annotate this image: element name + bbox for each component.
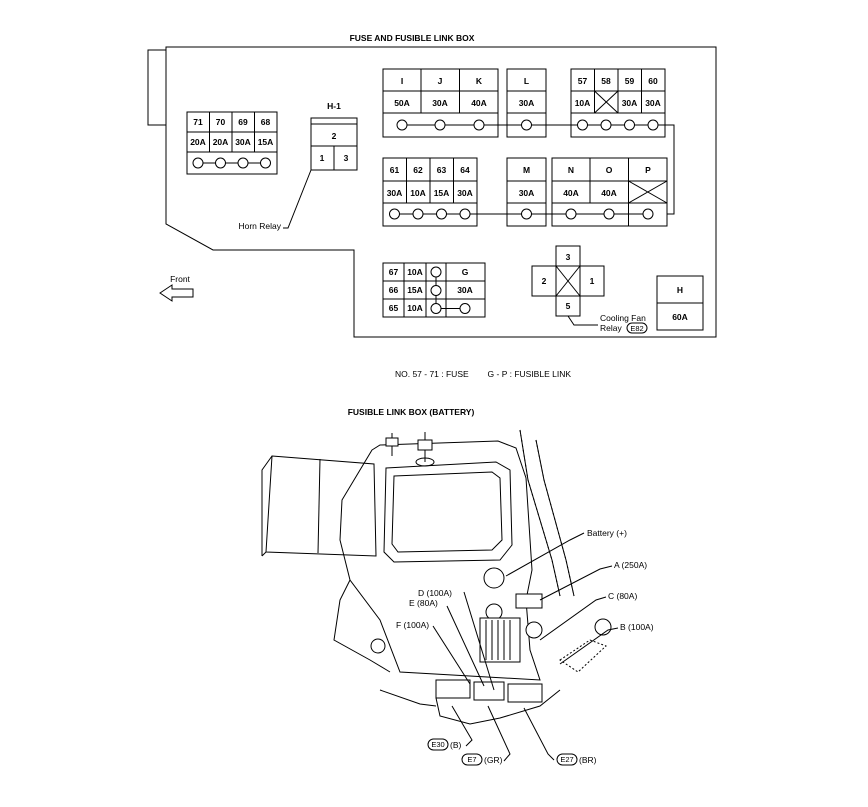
fusible-link-block-m: M 30A xyxy=(506,157,547,227)
connector-e30: E30 xyxy=(431,740,444,749)
h1-pin-1: 1 xyxy=(320,153,325,163)
fuse-65-rating: 10A xyxy=(407,303,423,313)
connector-e27: E27 xyxy=(560,755,573,764)
fuse-62-label: 62 xyxy=(413,165,423,175)
h1-pin-2: 2 xyxy=(332,131,337,141)
relay-pin-1: 1 xyxy=(590,276,595,286)
fuse-65-label: 65 xyxy=(389,303,399,313)
fuse-block-67-65-g: 67 66 65 10A 15A 10A G 30A xyxy=(382,262,486,318)
link-l-rating: 30A xyxy=(519,98,535,108)
fuse-63-label: 63 xyxy=(437,165,447,175)
h1-pin-3: 3 xyxy=(344,153,349,163)
link-n-rating: 40A xyxy=(563,188,579,198)
callout-d-100a: D (100A) xyxy=(418,588,452,598)
fuse-block-71-68: 71 70 69 68 20A 20A 30A 15A xyxy=(186,111,278,175)
link-j-label: J xyxy=(438,76,443,86)
fuse-67-label: 67 xyxy=(389,267,399,277)
connector-e7-color: (GR) xyxy=(484,755,503,765)
fuse-58-label: 58 xyxy=(601,76,611,86)
link-o-label: O xyxy=(606,165,613,175)
link-k-label: K xyxy=(476,76,483,86)
fuse-box-tab xyxy=(147,49,166,126)
relay-pin-5: 5 xyxy=(566,301,571,311)
callout-a-250a: A (250A) xyxy=(614,560,647,570)
fuse-64-label: 64 xyxy=(460,165,470,175)
link-p-label: P xyxy=(645,165,651,175)
link-h-rating: 60A xyxy=(672,312,688,322)
fuse-68-label: 68 xyxy=(261,117,271,127)
fuse-68-rating: 15A xyxy=(258,137,274,147)
battery-link-box-illustration xyxy=(261,429,612,725)
callout-battery-plus: Battery (+) xyxy=(587,528,627,538)
fuse-box-title: FUSE AND FUSIBLE LINK BOX xyxy=(350,33,475,43)
battery-box-callouts: Battery (+) A (250A) C (80A) B (100A) D … xyxy=(396,528,654,766)
fuse-70-rating: 20A xyxy=(213,137,229,147)
link-g-rating: 30A xyxy=(457,285,473,295)
fuse-67-rating: 10A xyxy=(407,267,423,277)
relay-pin-2: 2 xyxy=(542,276,547,286)
fuse-62-rating: 10A xyxy=(410,188,426,198)
link-i-rating: 50A xyxy=(394,98,410,108)
fuse-60-rating: 30A xyxy=(645,98,661,108)
battery-box-title: FUSIBLE LINK BOX (BATTERY) xyxy=(348,407,475,417)
fuse-71-label: 71 xyxy=(193,117,203,127)
fuse-block-57-60: 57 58 59 60 10A 30A 30A xyxy=(570,68,666,138)
fuse-61-rating: 30A xyxy=(387,188,403,198)
h1-label: H-1 xyxy=(327,101,341,111)
fuse-69-rating: 30A xyxy=(235,137,251,147)
fusible-link-block-ijk: I J K 50A 30A 40A xyxy=(382,68,499,138)
fuse-59-label: 59 xyxy=(625,76,635,86)
callout-b-100a: B (100A) xyxy=(620,622,654,632)
fuse-61-label: 61 xyxy=(390,165,400,175)
horn-relay-h1: H-1 2 1 3 Horn Relay xyxy=(238,101,358,231)
cooling-fan-callout-1: Cooling Fan xyxy=(600,313,646,323)
fuse-69-label: 69 xyxy=(238,117,248,127)
link-k-rating: 40A xyxy=(471,98,487,108)
link-g-label: G xyxy=(462,267,469,277)
fuse-legend: NO. 57 - 71 : FUSE G - P : FUSIBLE LINK xyxy=(395,369,571,379)
fuse-71-rating: 20A xyxy=(190,137,206,147)
fuse-60-label: 60 xyxy=(648,76,658,86)
link-o-rating: 40A xyxy=(601,188,617,198)
fusible-link-block-nop: N O P 40A 40A xyxy=(551,157,668,227)
callout-f-100a: F (100A) xyxy=(396,620,429,630)
fusible-link-block-h: H 60A xyxy=(656,275,704,331)
fuse-63-rating: 15A xyxy=(434,188,450,198)
cooling-fan-relay: 3 2 1 5 Cooling Fan Relay E82 xyxy=(531,245,648,334)
front-label: Front xyxy=(170,274,190,284)
callout-c-80a: C (80A) xyxy=(608,591,637,601)
callout-e-80a: E (80A) xyxy=(409,598,438,608)
link-h-label: H xyxy=(677,285,683,295)
link-j-rating: 30A xyxy=(432,98,448,108)
link-n-label: N xyxy=(568,165,574,175)
connector-e27-color: (BR) xyxy=(579,755,597,765)
connector-e7: E7 xyxy=(467,755,476,764)
bus-bar-top xyxy=(407,124,675,215)
fuse-64-rating: 30A xyxy=(457,188,473,198)
cooling-fan-callout-2: Relay xyxy=(600,323,622,333)
front-arrow-icon: Front xyxy=(159,274,194,302)
link-m-label: M xyxy=(523,165,530,175)
connector-e30-color: (B) xyxy=(450,740,462,750)
link-i-label: I xyxy=(401,76,403,86)
fuse-59-rating: 30A xyxy=(622,98,638,108)
link-m-rating: 30A xyxy=(519,188,535,198)
fuse-70-label: 70 xyxy=(216,117,226,127)
horn-relay-callout: Horn Relay xyxy=(238,221,281,231)
fuse-66-label: 66 xyxy=(389,285,399,295)
fuse-block-61-64: 61 62 63 64 30A 10A 15A 30A xyxy=(382,157,478,227)
fuse-box-outline xyxy=(165,46,717,338)
fuse-57-label: 57 xyxy=(578,76,588,86)
fusible-link-block-l: L 30A xyxy=(506,68,547,138)
link-l-label: L xyxy=(524,76,529,86)
fuse-66-rating: 15A xyxy=(407,285,423,295)
fuse-57-rating: 10A xyxy=(575,98,591,108)
connector-e82: E82 xyxy=(630,324,643,333)
relay-pin-3: 3 xyxy=(566,252,571,262)
